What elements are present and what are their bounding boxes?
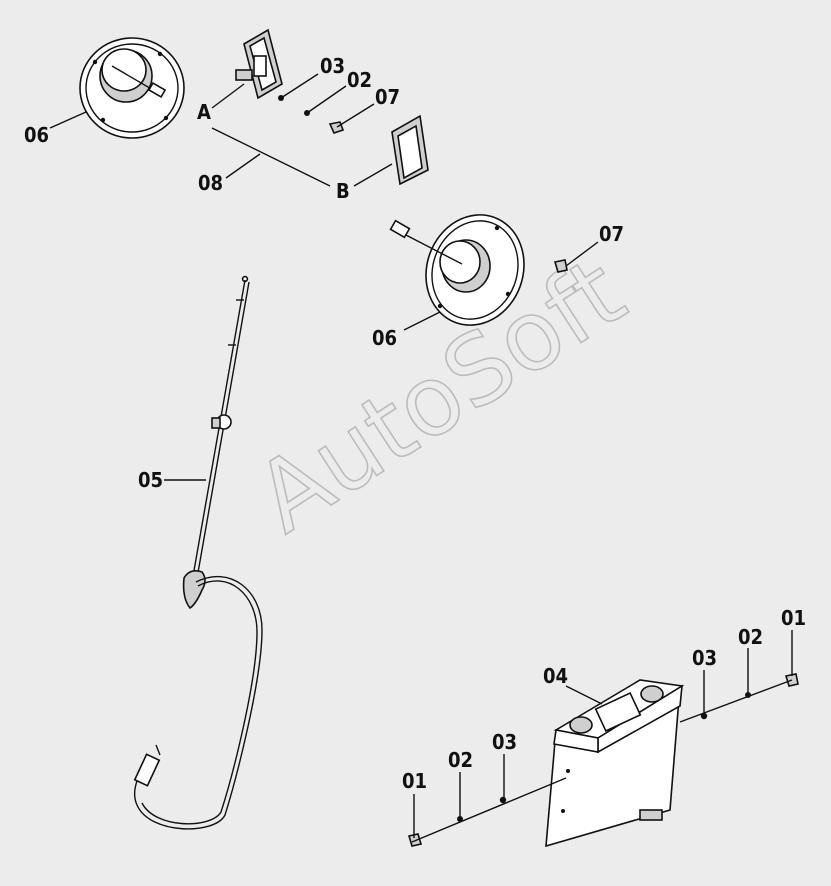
label-06-middle: 06	[372, 326, 397, 350]
speaker-06-top	[79, 37, 185, 139]
label-03-top: 03	[320, 54, 345, 78]
label-05: 05	[138, 468, 163, 492]
cover-plate-b	[391, 114, 429, 186]
leader-lines	[49, 73, 793, 843]
radio-unit-04	[545, 679, 685, 848]
label-b: B	[336, 179, 350, 203]
label-07-middle: 07	[599, 222, 624, 246]
label-a: A	[197, 100, 211, 124]
label-02-right: 02	[738, 625, 763, 649]
label-06-top: 06	[24, 123, 49, 147]
label-04: 04	[543, 664, 568, 688]
label-02-top: 02	[347, 68, 372, 92]
speaker-06-middle	[389, 214, 568, 326]
label-07-top: 07	[375, 85, 400, 109]
label-02-lower: 02	[448, 748, 473, 772]
label-03-lower: 03	[492, 730, 517, 754]
antenna-05	[133, 275, 263, 830]
part-07-top	[328, 121, 345, 134]
connector-bracket	[235, 28, 283, 100]
part-03-lower	[499, 796, 507, 804]
label-01-lower: 01	[402, 769, 427, 793]
label-08: 08	[198, 171, 223, 195]
label-03-right: 03	[692, 646, 717, 670]
label-01-right: 01	[781, 606, 806, 630]
